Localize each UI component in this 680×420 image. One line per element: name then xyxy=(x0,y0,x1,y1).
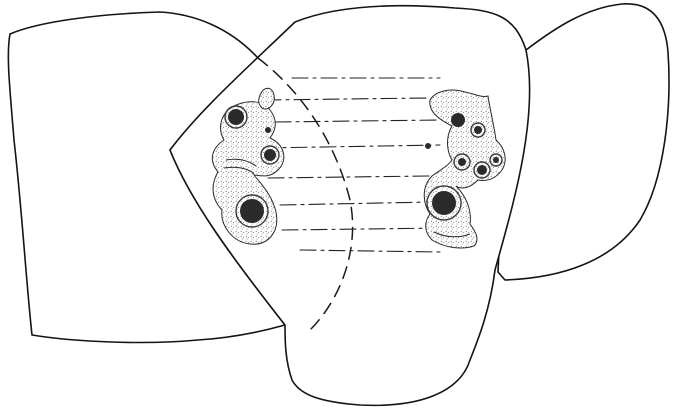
left-node xyxy=(265,127,271,133)
right-node xyxy=(425,143,431,149)
left-node xyxy=(228,109,244,125)
right-node xyxy=(432,191,456,215)
right-node xyxy=(451,113,465,127)
right-node xyxy=(477,165,487,175)
right-node xyxy=(474,126,482,134)
right-node xyxy=(458,158,466,166)
left-node xyxy=(240,199,264,223)
left-node xyxy=(264,149,276,161)
right-node xyxy=(493,157,499,163)
